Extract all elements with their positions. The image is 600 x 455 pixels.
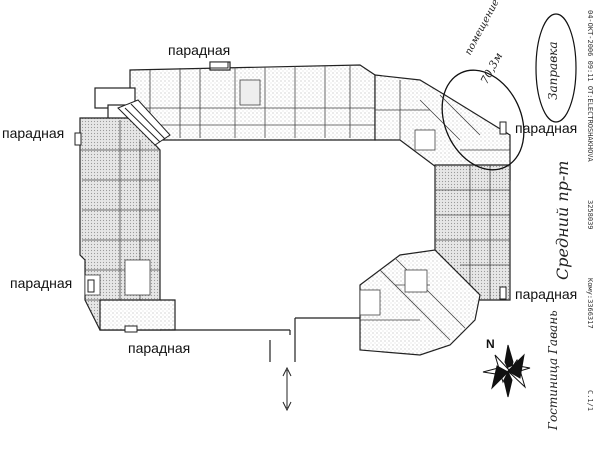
entrance-label-left-upper: парадная	[2, 125, 65, 141]
compass-rose	[482, 344, 531, 398]
entrance-label-top: парадная	[168, 42, 231, 58]
gas-station-oval	[535, 13, 577, 123]
fax-page: С.1/1	[586, 390, 594, 412]
entrance-label-right-lower: парадная	[515, 286, 578, 302]
right-upper-wing	[374, 74, 511, 181]
bottom-right-wing	[359, 249, 481, 356]
entrance-label-left-lower: парадная	[10, 275, 73, 291]
street-note: Средний пр-т	[553, 160, 572, 280]
fax-date-line: 04-ОКТ-2006 09:11 ОТ:ELECTROSHAKHOVA	[586, 10, 594, 162]
compass-north-label: N	[486, 337, 495, 351]
hotel-note: Гостиница Гавань	[546, 310, 560, 430]
entrance-label-bottom: парадная	[128, 340, 191, 356]
room-highlight-oval	[441, 69, 525, 171]
bottom-left-wing	[99, 299, 176, 331]
right-wing	[434, 164, 511, 301]
entrance-label-right-upper: парадная	[515, 120, 578, 136]
passage-arrow	[282, 366, 292, 412]
fax-recipient: Кому:3366317	[586, 278, 594, 329]
gas-station-note: Заправка	[546, 41, 560, 101]
fax-phone: 3258039	[586, 200, 594, 230]
